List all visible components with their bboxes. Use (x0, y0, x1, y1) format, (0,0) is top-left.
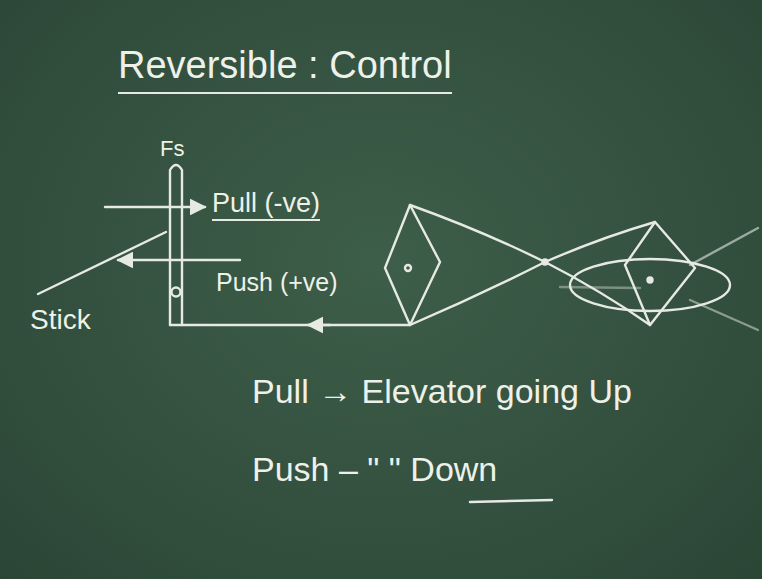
push-rod (170, 324, 410, 326)
note: Push – " " Down (252, 450, 497, 489)
chalk-smudge (560, 287, 640, 288)
bellcrank (385, 205, 440, 325)
stick-label: Stick (30, 304, 91, 336)
push-arrow (118, 259, 240, 261)
elevator-surface (570, 259, 730, 311)
underline (470, 500, 552, 502)
force-symbol: Fs (160, 136, 184, 161)
bellcrank-pivot (405, 265, 411, 271)
hinge-point (648, 278, 653, 283)
stick-pivot (172, 288, 181, 297)
push-label: Push (+ve) (216, 268, 338, 297)
note: Pull → Elevator going Up (252, 372, 632, 411)
board-title: Reversible : Control (118, 44, 452, 94)
control-stick (170, 165, 182, 325)
pull-label: Pull (-ve) (212, 188, 320, 221)
pull-arrow (105, 206, 205, 208)
cable (410, 205, 650, 325)
deflected-elevator (690, 300, 758, 330)
stick-leader (38, 232, 166, 294)
cable-cross (543, 260, 548, 265)
rod-direction-arrow (308, 324, 330, 326)
deflected-elevator (690, 228, 758, 265)
